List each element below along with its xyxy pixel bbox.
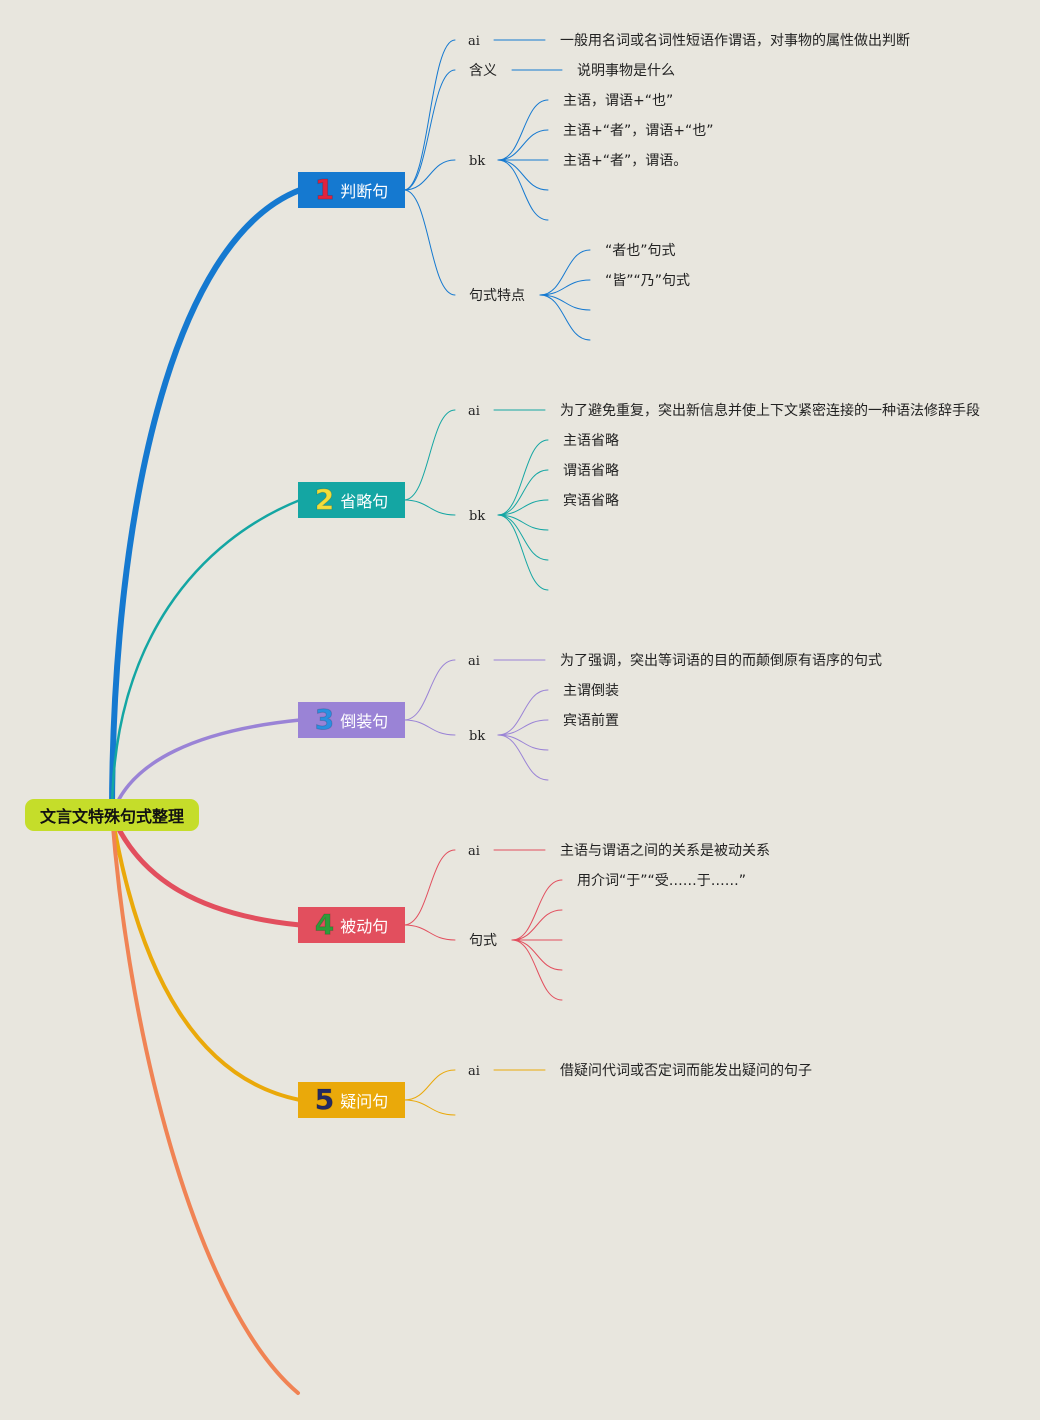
sub-branch bbox=[403, 1069, 456, 1101]
leaf-branch bbox=[497, 159, 549, 191]
leaf-branch bbox=[539, 294, 591, 311]
main-branch-3 bbox=[110, 718, 302, 817]
leaf-item[interactable]: 用介词“于”“受……于……” bbox=[577, 873, 747, 889]
leaf-branch bbox=[497, 129, 549, 161]
sub-branch bbox=[403, 719, 456, 736]
branch-label-bk[interactable]: bk bbox=[469, 729, 486, 744]
branch-label-meaning[interactable]: 含义 bbox=[469, 63, 497, 79]
leaf-branch bbox=[497, 159, 549, 221]
sub-branch bbox=[403, 849, 456, 926]
branch-label-features[interactable]: 句式特点 bbox=[469, 288, 525, 304]
topic-inversion-sentence[interactable]: 3 倒装句 bbox=[298, 702, 405, 738]
topic-label: 被动句 bbox=[340, 917, 389, 936]
topic-number-2: 2 bbox=[314, 483, 335, 516]
main-branch-extra bbox=[110, 813, 300, 1395]
leaf-branch bbox=[497, 499, 549, 516]
leaf-branch bbox=[497, 469, 549, 516]
leaf-branch bbox=[497, 514, 549, 591]
topic-number-4: 4 bbox=[314, 908, 335, 941]
sub-branch bbox=[403, 189, 456, 296]
leaf-branch bbox=[497, 514, 549, 531]
main-branch-2 bbox=[110, 498, 302, 817]
definition-note[interactable]: 主语与谓语之间的关系是被动关系 bbox=[560, 843, 770, 859]
sub-branch bbox=[403, 499, 456, 516]
leaf-branch bbox=[539, 294, 591, 341]
topic-ellipsis-sentence[interactable]: 2 省略句 bbox=[298, 482, 405, 518]
leaf-branch bbox=[497, 99, 549, 161]
leaf-branch bbox=[539, 249, 591, 296]
topic-label: 倒装句 bbox=[340, 712, 389, 731]
leaf-item[interactable]: 主语+“者”，谓语。 bbox=[563, 153, 688, 169]
main-branch-4 bbox=[109, 812, 303, 928]
topic-label: 判断句 bbox=[340, 182, 389, 201]
topic-number-5: 5 bbox=[314, 1083, 335, 1116]
central-topic[interactable]: 文言文特殊句式整理 bbox=[25, 799, 199, 831]
branch-label-pattern[interactable]: 句式 bbox=[469, 933, 497, 949]
leaf-branch bbox=[539, 279, 591, 296]
topic-passive-sentence[interactable]: 4 被动句 bbox=[298, 907, 405, 943]
main-branch-5 bbox=[110, 813, 302, 1102]
branch-label-ai[interactable]: ai bbox=[468, 34, 480, 49]
sub-branch bbox=[403, 1099, 456, 1116]
topic-number-1: 1 bbox=[314, 173, 335, 206]
leaf-branch bbox=[511, 939, 563, 1001]
leaf-item[interactable]: “皆”“乃”句式 bbox=[605, 273, 691, 289]
topic-question-sentence[interactable]: 5 疑问句 bbox=[298, 1082, 405, 1118]
definition-note[interactable]: 为了强调，突出等词语的目的而颠倒原有语序的句式 bbox=[560, 653, 882, 669]
leaf-item[interactable]: “者也”句式 bbox=[605, 243, 676, 259]
definition-note[interactable]: 为了避免重复，突出新信息并使上下文紧密连接的一种语法修辞手段 bbox=[560, 403, 980, 419]
leaf-branch bbox=[497, 514, 549, 561]
leaf-item[interactable]: 宾语省略 bbox=[563, 493, 619, 509]
leaf-branch bbox=[497, 719, 549, 736]
sub-branch bbox=[403, 159, 456, 191]
sub-branch bbox=[403, 924, 456, 941]
topic-number-3: 3 bbox=[314, 703, 335, 736]
branch-label-ai[interactable]: ai bbox=[468, 1064, 480, 1079]
leaf-branch bbox=[497, 439, 549, 516]
leaf-item[interactable]: 谓语省略 bbox=[563, 463, 619, 479]
sub-branch bbox=[403, 39, 456, 191]
definition-note[interactable]: 借疑问代词或否定词而能发出疑问的句子 bbox=[560, 1063, 812, 1079]
leaf-item[interactable]: 主谓倒装 bbox=[563, 683, 619, 699]
topic-judgment-sentence[interactable]: 1 判断句 bbox=[298, 172, 405, 208]
leaf-item[interactable]: 主语省略 bbox=[563, 433, 619, 449]
central-topic-label: 文言文特殊句式整理 bbox=[39, 807, 184, 826]
leaf-branch bbox=[511, 909, 563, 941]
leaf-branch bbox=[497, 734, 549, 751]
leaf-branch bbox=[497, 734, 549, 781]
sub-branch bbox=[403, 409, 456, 501]
leaf-branch bbox=[511, 879, 563, 941]
definition-note[interactable]: 一般用名词或名词性短语作谓语，对事物的属性做出判断 bbox=[560, 33, 910, 49]
leaf-item[interactable]: 主语，谓语+“也” bbox=[563, 93, 674, 109]
topic-label: 疑问句 bbox=[340, 1092, 389, 1111]
leaf-branch bbox=[497, 689, 549, 736]
sub-branch bbox=[403, 659, 456, 721]
main-branch-1 bbox=[109, 187, 303, 818]
branch-label-bk[interactable]: bk bbox=[469, 509, 486, 524]
branch-label-ai[interactable]: ai bbox=[468, 844, 480, 859]
leaf-item[interactable]: 宾语前置 bbox=[563, 713, 619, 729]
branch-label-bk[interactable]: bk bbox=[469, 154, 486, 169]
branch-label-ai[interactable]: ai bbox=[468, 404, 480, 419]
sub-branch bbox=[403, 69, 456, 191]
leaf-branch bbox=[511, 939, 563, 971]
branch-label-ai[interactable]: ai bbox=[468, 654, 480, 669]
leaf-item[interactable]: 主语+“者”，谓语+“也” bbox=[563, 123, 714, 139]
meaning-note[interactable]: 说明事物是什么 bbox=[577, 63, 675, 79]
topic-label: 省略句 bbox=[340, 492, 389, 511]
